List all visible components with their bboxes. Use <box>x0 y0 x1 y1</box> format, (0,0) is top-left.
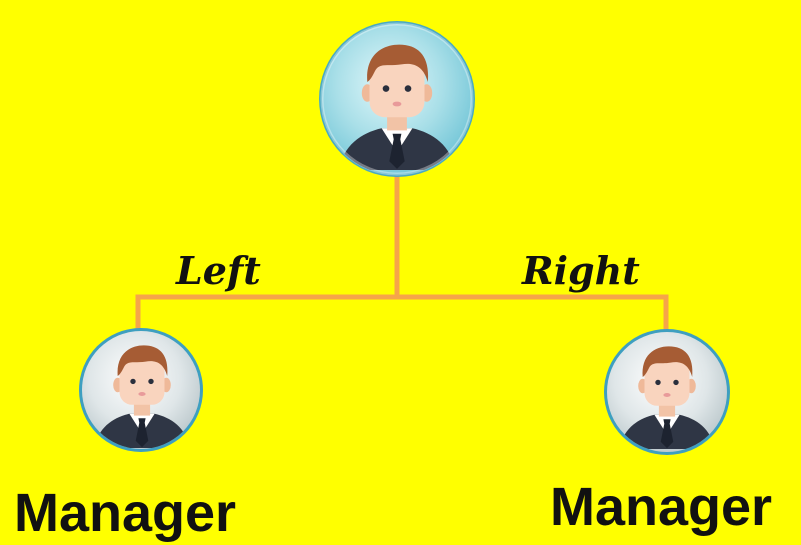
right-node <box>604 329 730 455</box>
tree-connectors <box>135 172 669 335</box>
root-node <box>319 21 475 177</box>
left-manager-label: Manager <box>14 483 237 543</box>
left-branch-label: Left <box>176 248 261 293</box>
right-manager-label: Manager <box>550 477 773 537</box>
right-branch-label: Right <box>522 248 640 293</box>
left-node <box>79 328 203 452</box>
